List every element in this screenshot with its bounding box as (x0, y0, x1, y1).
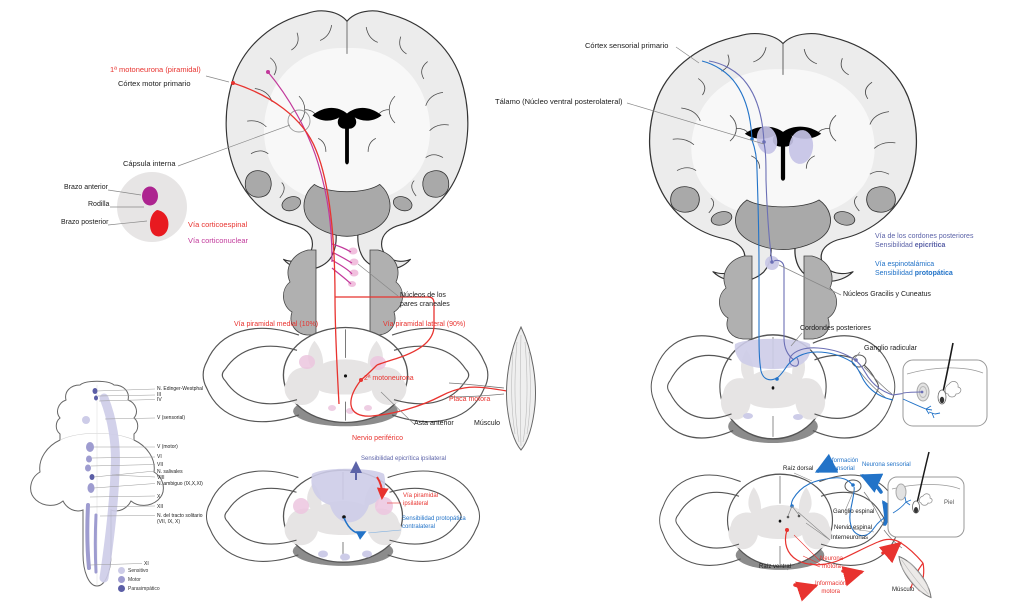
reflex-overlays (784, 453, 925, 602)
spinothalamic-path (701, 60, 894, 401)
corticonuclear-path (266, 70, 359, 287)
legend-parasimpatico: Parasimpático (118, 585, 160, 592)
label-protopathic-contralateral: Sensibilidad protopática contralateral (402, 516, 466, 530)
label-sensory-information: Información sensorial (827, 458, 859, 472)
label-dorsal-root: Raíz dorsal (783, 466, 814, 472)
label-corticonuclear: Vía corticonuclear (188, 236, 249, 245)
label-epicritic-ipsilateral: Sensibilidad epicrítica ipsilateral (361, 456, 447, 462)
brainstem-leader-lines (89, 388, 156, 566)
hair (942, 342, 954, 393)
label-skin: Piel (944, 500, 955, 506)
label-lateral-pyramidal: Vía piramidal lateral (90%) (383, 321, 466, 328)
label-motor-information: Información motora (815, 581, 847, 595)
label-corticospinal: Vía corticoespinal (188, 220, 248, 229)
label-solitary-tract: N. del tracto solitario (VII, IX, X) (157, 513, 203, 526)
label-edinger-westphal: N. Edinger-Westphal (157, 386, 204, 392)
label-vi: VI (157, 454, 162, 460)
label-sensory-cortex: Córtex sensorial primario (585, 41, 669, 50)
label-medial-pyramidal: Vía piramidal medial (10%) (234, 321, 319, 328)
right-pointer-lines (626, 46, 861, 360)
label-iii: III (157, 392, 162, 398)
motor-brain-section (225, 10, 469, 336)
muscle-reflex (898, 555, 932, 599)
motor-swatch (118, 576, 125, 583)
sensitivo-swatch (118, 567, 125, 574)
label-viii: VIII (157, 474, 165, 481)
label-first-motoneuron: 1ª motoneurona (piramidal) (110, 65, 201, 74)
label-radicular-ganglion: Ganglio radicular (864, 345, 917, 352)
label-second-motoneuron: 2ª motoneurona (364, 375, 414, 382)
label-anterior-horn: Asta anterior (414, 420, 454, 427)
label-motor-cortex: Córtex motor primario (118, 79, 191, 88)
label-posterior-limb: Brazo posterior (61, 219, 109, 226)
label-spinothalamic-pathway: Vía espinotalámica Sensibilidad protopát… (875, 261, 953, 277)
label-pyramidal-ipsilateral: Vía piramidal ipsilateral (403, 493, 439, 507)
label-xi: XI (144, 561, 149, 567)
label-motor-neuron: Neurona motora (820, 556, 844, 570)
label-peripheral-nerve: Nervio periférico (352, 435, 403, 442)
internal-capsule-inset (117, 172, 187, 242)
interneurons (786, 505, 801, 519)
cord-summary-overlays (293, 461, 402, 561)
legend-motor: Motor (118, 576, 141, 583)
spinal-cord-motor (203, 328, 488, 427)
label-muscle-reflex: Músculo (892, 587, 915, 593)
label-thalamus: Tálamo (Núcleo ventral posterolateral) (495, 97, 623, 106)
label-iv: IV (157, 397, 162, 403)
label-salivary-nuclei: N. salivales (157, 468, 183, 475)
label-motor-endplate: Placa motora (449, 396, 491, 403)
parasimpatico-swatch (118, 585, 125, 592)
label-ventral-root: Raíz ventral (759, 564, 792, 570)
label-muscle: Músculo (474, 420, 501, 427)
label-sensory-neuron: Neurona sensorial (862, 462, 911, 468)
label-xii: XII (157, 503, 164, 510)
cord-motor-nuclei-blobs (299, 355, 386, 414)
label-ambiguus: N. ambiguo (IX,X,XI) (157, 481, 203, 487)
reflex-pointer-lines (786, 472, 875, 571)
label-v-motor: V (motor) (157, 444, 178, 450)
skin-box-sensory (902, 342, 988, 427)
free-nerve-endings (902, 398, 941, 419)
brainstem-nuclei-figure (30, 380, 164, 587)
peripheral-nerve-outline (448, 382, 505, 398)
internal-capsule-circle (287, 109, 311, 133)
label-vii: VII (157, 462, 164, 468)
hair (916, 451, 930, 504)
label-posterior-cords: Cordondes posteriores (800, 325, 871, 332)
label-x: X (157, 493, 161, 500)
legend-sensitivo: Sensitivo (118, 567, 148, 574)
sensory-brain-section (648, 32, 918, 340)
label-spinal-ganglion: Ganglio espinal (833, 509, 875, 515)
label-anterior-limb: Brazo anterior (64, 184, 108, 191)
label-interneurons: Interneuronas (831, 535, 869, 541)
muscle-motor (506, 325, 536, 451)
label-gracilis-cuneatus: Núcleos Gracilis y Cuneatus (843, 291, 931, 298)
label-genu: Rodilla (88, 201, 110, 208)
label-dorsal-columns-pathway: Vía de los cordones posteriores Sensibil… (875, 233, 974, 249)
skin-box-reflex (887, 451, 965, 538)
label-cranial-nuclei: Núcleos de los pares craneales (400, 292, 450, 308)
spinal-cord-reflex (660, 474, 901, 570)
label-spinal-nerve: Nervio espinal (834, 525, 873, 531)
label-internal-capsule: Cápsula interna (123, 159, 176, 168)
label-v-sensorial: V (sensorial) (157, 415, 186, 421)
left-pointer-lines (107, 75, 415, 425)
